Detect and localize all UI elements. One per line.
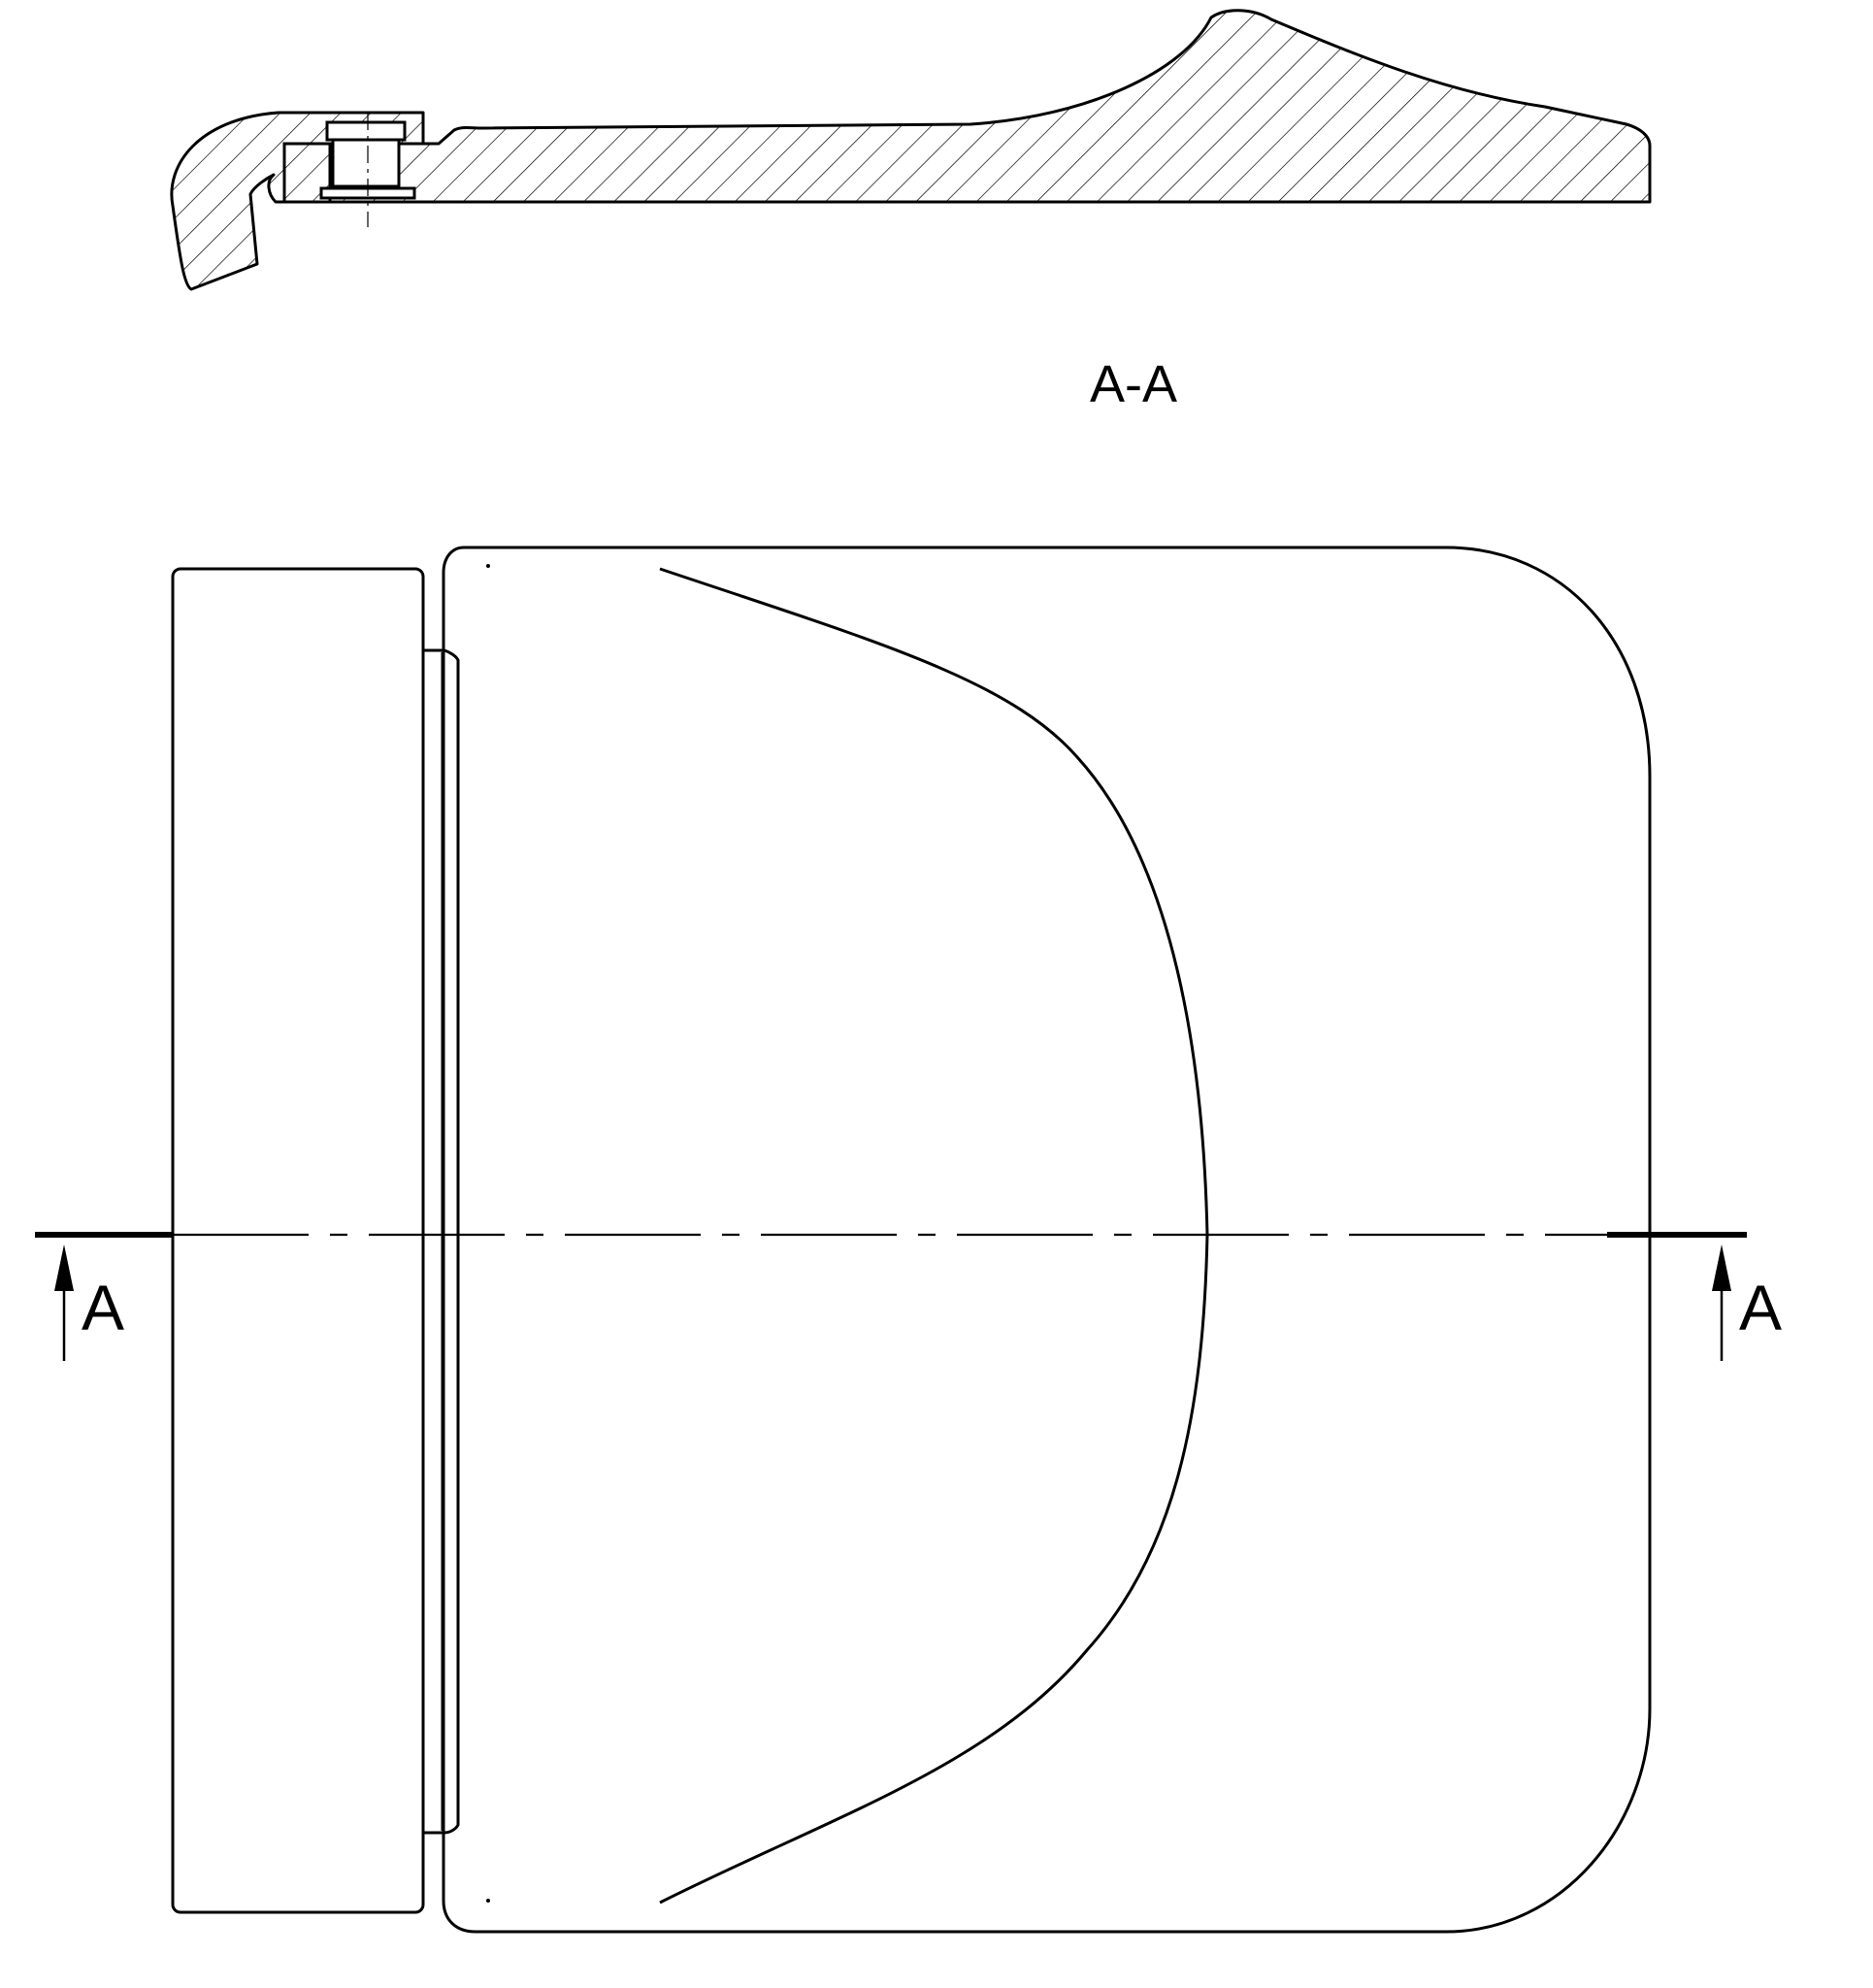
fastener-head [325,120,407,142]
hinge-hook-section [170,111,425,291]
arrow-up-icon [1712,1244,1731,1291]
corner-mark-bottom [486,1899,490,1903]
seat-outline [442,546,1652,1934]
cut-label-right: A [1739,1272,1782,1343]
plan-view [171,546,1652,1934]
section-title: A-A [1090,355,1177,414]
seat-body-section [328,9,1652,204]
cut-label-left: A [82,1272,124,1343]
corner-mark-top [486,564,490,568]
cut-marker-left: A [35,1232,173,1361]
cut-marker-right: A [1607,1232,1782,1361]
arrow-up-icon [54,1244,74,1291]
hinge-rail-outer [423,648,460,1835]
section-view-a-a: A-A [170,9,1652,414]
hinge-block [171,567,425,1914]
